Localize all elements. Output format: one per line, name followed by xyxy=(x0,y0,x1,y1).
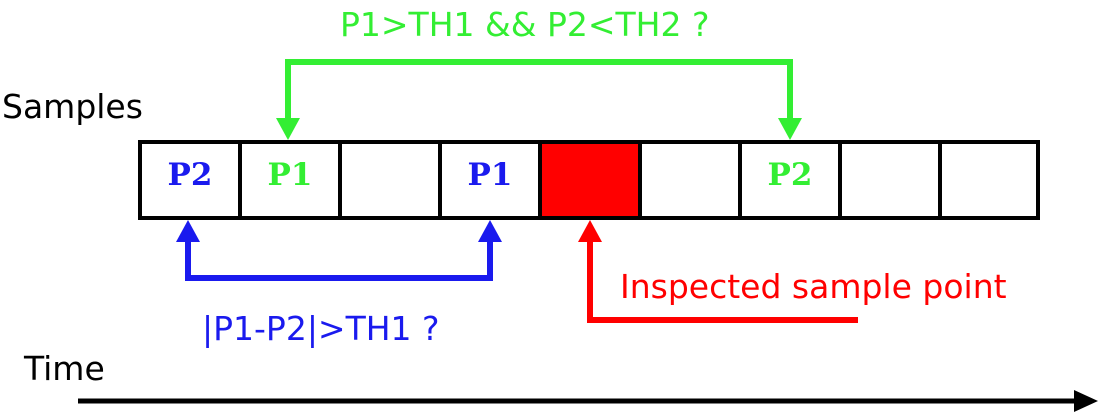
sample-cell-3 xyxy=(338,140,442,220)
time-label: Time xyxy=(24,349,105,388)
inspected-sample-label: Inspected sample point xyxy=(620,267,1007,306)
red-pointer-arrow xyxy=(578,220,858,323)
time-axis xyxy=(78,390,1098,412)
blue-bracket xyxy=(176,220,502,281)
blue-arrowhead-right xyxy=(478,220,502,242)
green-bracket xyxy=(276,59,802,140)
sample-cell-8 xyxy=(838,140,942,220)
cell-7-label: P2 xyxy=(767,157,813,193)
green-arrowhead-right xyxy=(778,118,802,140)
top-condition-label: P1>TH1 && P2<TH2 ? xyxy=(340,5,710,44)
sample-cell-2 xyxy=(238,140,342,220)
green-arrowhead-left xyxy=(276,118,300,140)
cell-1-label: P2 xyxy=(167,157,213,193)
sample-cell-9 xyxy=(938,140,1040,220)
red-arrowhead xyxy=(578,220,602,242)
sample-row xyxy=(138,140,1040,220)
blue-arrowhead-left xyxy=(176,220,200,242)
sample-cell-7 xyxy=(738,140,842,220)
cell-2-label: P1 xyxy=(267,157,313,193)
sample-cell-5-inspected xyxy=(538,140,642,220)
samples-label: Samples xyxy=(2,87,143,126)
sample-cell-6 xyxy=(638,140,742,220)
cell-4-label: P1 xyxy=(467,157,513,193)
sample-cell-1 xyxy=(138,140,242,220)
time-arrowhead xyxy=(1074,390,1098,412)
bottom-condition-label: |P1-P2|>TH1 ? xyxy=(202,309,440,348)
